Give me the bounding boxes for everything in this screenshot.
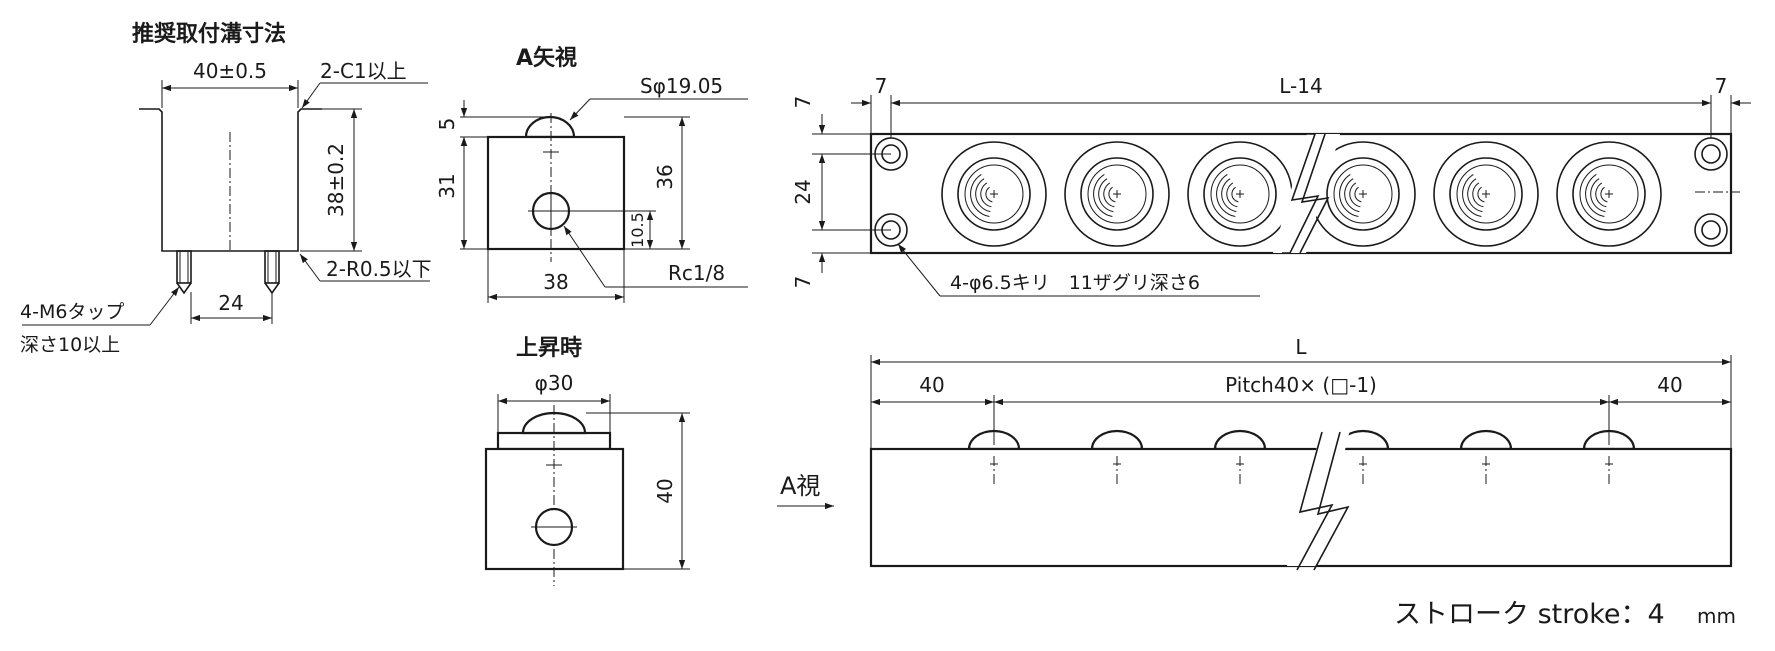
- front-view: L 40 Pitch40× (□-1) 40 A視: [777, 335, 1733, 571]
- a-view-dim-38: 38: [543, 270, 568, 294]
- groove-outline: [139, 108, 322, 252]
- top-dim-right-7: 7: [1715, 74, 1728, 98]
- front-end-left: 40: [919, 373, 944, 397]
- ball-unit: [1556, 141, 1662, 247]
- a-view: A矢視 5 31 36 10.5 Sφ19.05: [435, 45, 748, 303]
- chamfer-leader: [301, 82, 321, 109]
- stroke-note-label: ストローク stroke：4: [1394, 599, 1665, 630]
- top-break-mark-right: [1299, 133, 1330, 254]
- corner-holes: [874, 137, 1728, 247]
- front-centerlines: [990, 456, 1613, 486]
- front-end-right: 40: [1657, 373, 1682, 397]
- top-dim-24: 24: [791, 179, 815, 204]
- groove-depth-dim: 38±0.2: [324, 143, 348, 217]
- top-dim-length: L-14: [1279, 74, 1322, 98]
- ball-unit: [1064, 141, 1170, 247]
- a-view-title: A矢視: [516, 45, 577, 71]
- top-dim-left-7: 7: [875, 74, 888, 98]
- front-view-label: A視: [780, 472, 820, 500]
- top-view: 7 L-14 7 7 24 7 4-φ6.5キリ 11ザグリ深さ6: [791, 74, 1751, 297]
- top-dim-bottom-7: 7: [791, 276, 815, 289]
- stroke-note: ストローク stroke：4 mm: [1394, 599, 1736, 630]
- front-dome: [1459, 429, 1513, 451]
- ball-units: [941, 141, 1662, 247]
- ball-leader: [569, 98, 591, 121]
- raised-height-dim: 40: [653, 478, 677, 503]
- front-pitch-note: Pitch40× (□-1): [1225, 373, 1377, 397]
- top-break-mark-left: [1282, 133, 1320, 254]
- top-dim-top-7: 7: [791, 96, 815, 109]
- ball-top: [524, 115, 576, 139]
- front-break-mark-right: [1313, 431, 1350, 571]
- chamfer-note: 2-C1以上: [320, 59, 407, 83]
- front-break-mark-left: [1296, 431, 1334, 571]
- tap-note-line2: 深さ10以上: [20, 334, 120, 356]
- hole-note: 4-φ6.5キリ 11ザグリ深さ6: [950, 272, 1200, 294]
- raised-view: 上昇時 φ30 40: [484, 336, 690, 586]
- groove-view-title: 推奨取付溝寸法: [132, 21, 286, 47]
- radius-note: 2-R0.5以下: [326, 257, 432, 281]
- raised-dia-dim: φ30: [535, 371, 574, 395]
- tap-leader: [149, 286, 180, 326]
- a-view-dim-36: 36: [653, 164, 677, 189]
- stroke-note-unit: mm: [1697, 604, 1736, 628]
- a-view-dim-10-5: 10.5: [628, 212, 647, 248]
- port-note: Rc1/8: [668, 261, 725, 285]
- hole-leader: [897, 243, 941, 297]
- tap-note-line1: 4-M6タップ: [20, 301, 124, 323]
- groove-width-dim: 40±0.5: [193, 59, 267, 83]
- ball-unit: [941, 141, 1047, 247]
- front-domes: [967, 429, 1636, 451]
- a-view-dim-5: 5: [435, 118, 459, 131]
- front-dome: [1090, 429, 1144, 451]
- ball-unit: [1187, 141, 1293, 247]
- ball-unit: [1433, 141, 1539, 247]
- a-view-dim-31: 31: [435, 173, 459, 198]
- ball-dim: Sφ19.05: [640, 74, 723, 98]
- stud-pitch-dim: 24: [218, 291, 243, 315]
- front-break-gap: [1287, 430, 1350, 566]
- tap-studs: [176, 250, 280, 295]
- front-dome: [1213, 429, 1267, 451]
- radius-leader: [299, 253, 321, 282]
- groove-view: 推奨取付溝寸法 40±0.5 2-C1以上 38±0.2 2-R0: [20, 21, 432, 356]
- front-total-length: L: [1295, 335, 1307, 359]
- top-break-gap: [1273, 134, 1340, 253]
- raised-view-title: 上昇時: [516, 336, 582, 361]
- port-leader: [563, 225, 606, 288]
